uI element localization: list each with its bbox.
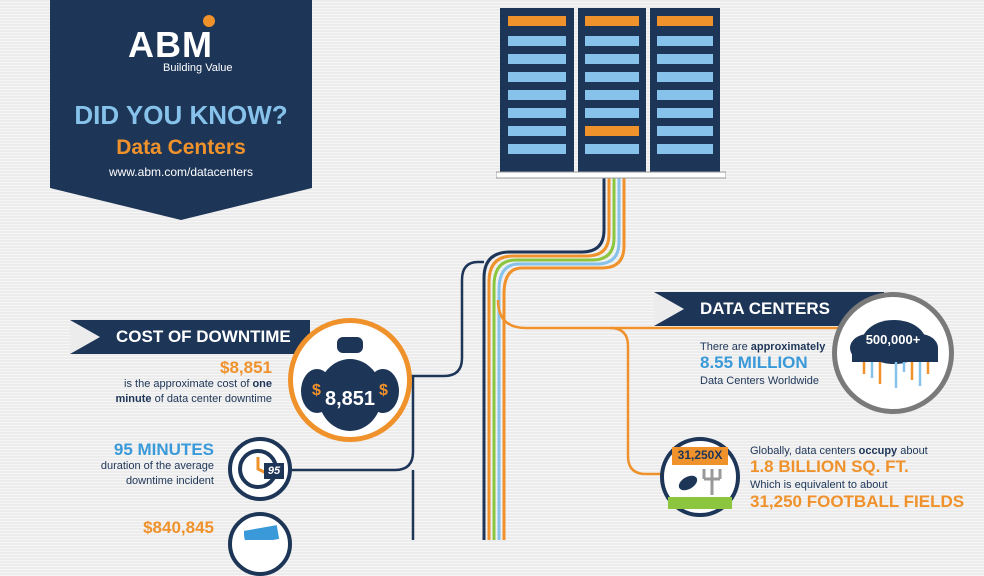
downtime-cost-description: is the approximate cost of one minute of… (115, 378, 272, 405)
downtime-annual-cost-value: $840,845 (143, 518, 214, 537)
cloud-label: 500,000+ (865, 332, 921, 347)
downtime-cost-value: $8,851 (220, 358, 272, 377)
dc-area-value: 1.8 BILLION SQ. FT. (750, 457, 909, 476)
svg-text:$: $ (379, 382, 388, 399)
cloud-icon (850, 320, 938, 388)
cost-icon-circle (228, 512, 292, 576)
clock-label: 95 (267, 465, 281, 477)
clock-icon (238, 449, 284, 489)
cost-of-downtime-banner: COST OF DOWNTIME (70, 320, 310, 354)
logo-tagline: Building Value (163, 62, 233, 74)
dc-count-description: Data Centers Worldwide (700, 375, 820, 387)
dc-count-value: 8.55 MILLION (700, 353, 808, 372)
dc-area-lead: Globally, data centers occupy about (750, 445, 928, 457)
cost-of-downtime-title: COST OF DOWNTIME (116, 327, 291, 346)
data-centers-title: DATA CENTERS (700, 299, 831, 318)
downtime-duration-value: 95 MINUTES (113, 440, 214, 459)
dc-area-description: Which is equivalent to about (750, 479, 888, 491)
banner-notch (70, 320, 100, 354)
cash-icon (244, 525, 280, 540)
logo-dot (203, 15, 215, 27)
abm-logo[interactable]: ABM (128, 24, 213, 65)
server-rack-icon (496, 8, 726, 179)
football-field-icon (668, 447, 732, 509)
field-label: 31,250X (677, 448, 723, 462)
money-bag-icon: $ $ (297, 327, 403, 433)
connector-lines (290, 178, 840, 540)
header-banner (50, 0, 312, 220)
banner-notch-right (654, 292, 684, 326)
page-subtitle: Data Centers (116, 136, 246, 159)
money-bag-label: 8,851 (324, 388, 376, 410)
svg-text:$: $ (312, 382, 321, 399)
dc-count-lead: There are approximately (700, 341, 826, 353)
page-heading: DID YOU KNOW? (74, 100, 288, 130)
downtime-duration-description: duration of the average downtime inciden… (100, 460, 214, 487)
website-link[interactable]: www.abm.com/datacenters (108, 165, 254, 179)
dc-football-fields-value: 31,250 FOOTBALL FIELDS (750, 492, 965, 511)
